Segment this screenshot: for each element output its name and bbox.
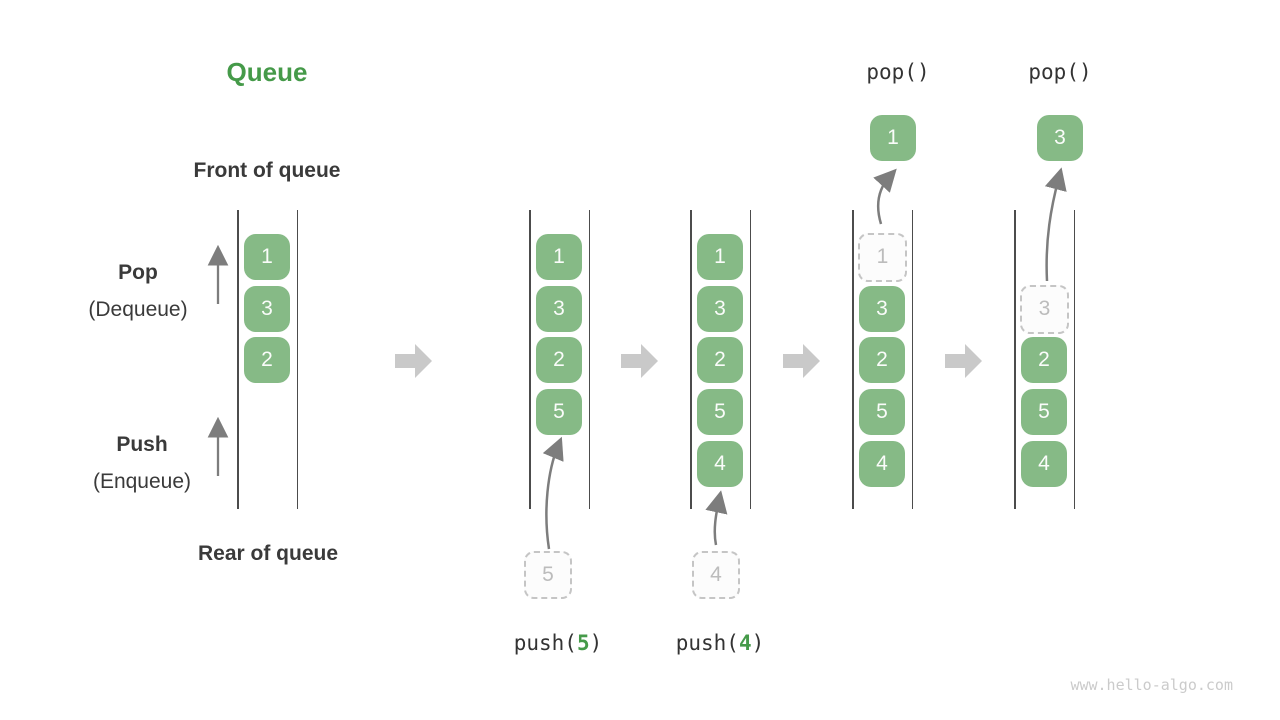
enqueue-label: (Enqueue) — [92, 470, 192, 493]
queue-slot: 5 — [859, 389, 905, 435]
queue-state-3: 1 3 2 5 4 — [690, 210, 751, 509]
queue-slot: 2 — [697, 337, 743, 383]
queue-slot-ghost: 3 — [1020, 284, 1069, 334]
queue-slot: 1 — [244, 234, 290, 280]
queue-right-wall — [749, 210, 751, 509]
push-call-label: push(4) — [675, 631, 765, 655]
queue-slot: 4 — [697, 441, 743, 487]
incoming-element-box: 4 — [692, 551, 740, 599]
queue-left-wall — [690, 210, 692, 509]
next-state-arrow-icon — [394, 343, 433, 384]
pop-call-label: pop() — [1028, 60, 1092, 84]
queue-slot: 3 — [859, 286, 905, 332]
dequeue-label: (Dequeue) — [88, 298, 188, 321]
queue-left-wall — [852, 210, 854, 509]
queue-right-wall — [1073, 210, 1075, 509]
queue-right-wall — [911, 210, 913, 509]
queue-slot: 3 — [536, 286, 582, 332]
push-call-label: push(5) — [513, 631, 603, 655]
rear-of-queue-label: Rear of queue — [197, 542, 339, 565]
queue-slot: 5 — [697, 389, 743, 435]
front-of-queue-label: Front of queue — [193, 159, 341, 182]
queue-slot: 5 — [1021, 389, 1067, 435]
popped-element-box: 3 — [1037, 115, 1083, 161]
push-label: Push — [116, 433, 168, 456]
diagram-title: Queue — [226, 57, 308, 87]
next-state-arrow-icon — [782, 343, 821, 384]
queue-state-1: 1 3 2 — [237, 210, 298, 509]
next-state-arrow-icon — [944, 343, 983, 384]
queue-slot: 4 — [859, 441, 905, 487]
queue-slot: 2 — [859, 337, 905, 383]
queue-right-wall — [588, 210, 590, 509]
queue-slot: 1 — [697, 234, 743, 280]
queue-slot: 3 — [244, 286, 290, 332]
next-state-arrow-icon — [621, 343, 659, 384]
queue-slot-ghost: 1 — [858, 232, 907, 282]
queue-left-wall — [1014, 210, 1016, 509]
pop-dequeue-label: Pop (Dequeue) — [53, 254, 223, 328]
queue-left-wall — [237, 210, 239, 509]
queue-slot: 3 — [697, 286, 743, 332]
queue-slot: 4 — [1021, 441, 1067, 487]
queue-slot: 5 — [536, 389, 582, 435]
queue-slot: 2 — [1021, 337, 1067, 383]
queue-left-wall — [529, 210, 531, 509]
push-enqueue-label: Push (Enqueue) — [57, 426, 227, 500]
pop-label: Pop — [118, 261, 158, 284]
popped-element-box: 1 — [870, 115, 916, 161]
queue-slot: 1 — [536, 234, 582, 280]
queue-slot: 2 — [244, 337, 290, 383]
incoming-element-box: 5 — [524, 551, 572, 599]
queue-state-2: 1 3 2 5 — [529, 210, 590, 509]
queue-slot: 2 — [536, 337, 582, 383]
pop-call-label: pop() — [866, 60, 930, 84]
watermark: www.hello-algo.com — [1070, 676, 1233, 694]
queue-right-wall — [296, 210, 298, 509]
